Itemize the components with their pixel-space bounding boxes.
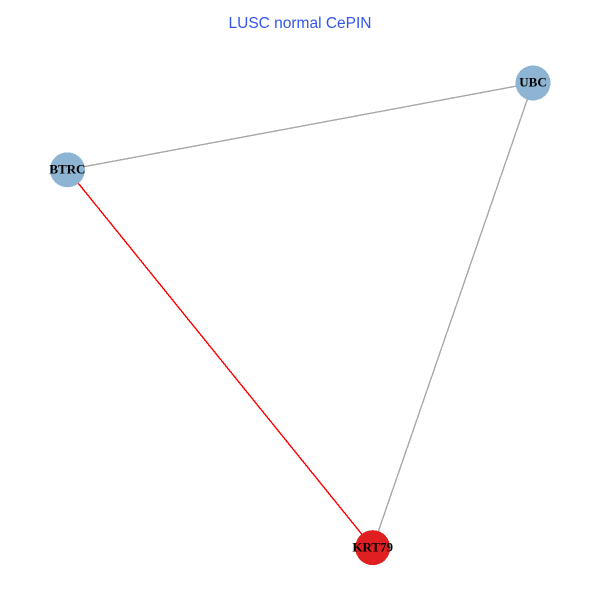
svg-text:LUSC normal CePIN: LUSC normal CePIN xyxy=(229,15,372,32)
svg-text:BTRC: BTRC xyxy=(49,162,85,177)
svg-text:KRT79: KRT79 xyxy=(352,539,393,554)
svg-text:UBC: UBC xyxy=(519,75,546,90)
